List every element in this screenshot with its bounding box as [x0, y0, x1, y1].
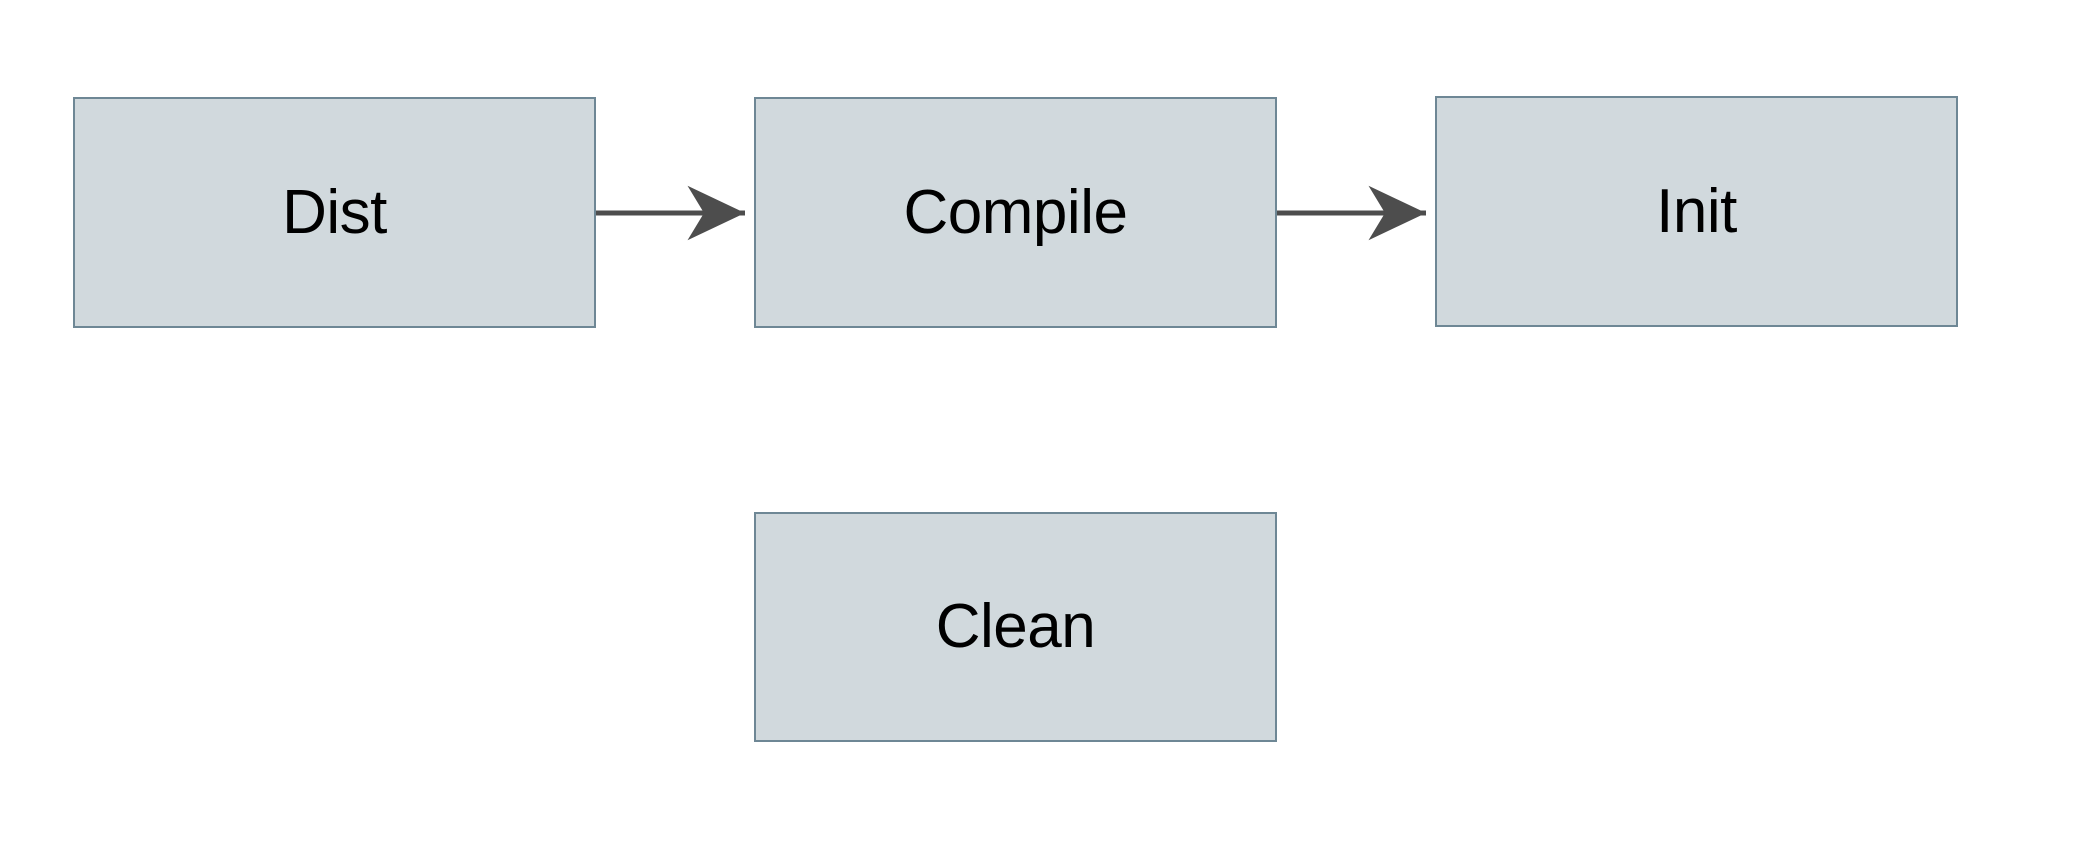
- node-init[interactable]: Init: [1435, 96, 1958, 327]
- node-compile[interactable]: Compile: [754, 97, 1277, 328]
- edge-dist-to-compile-hitbox[interactable]: [596, 199, 754, 227]
- edge-compile-to-init-hitbox[interactable]: [1277, 199, 1435, 227]
- node-dist-label: Dist: [282, 177, 387, 247]
- node-compile-label: Compile: [903, 177, 1128, 247]
- node-dist[interactable]: Dist: [73, 97, 596, 328]
- node-clean-label: Clean: [935, 592, 1096, 661]
- node-init-label: Init: [1656, 176, 1737, 246]
- node-clean[interactable]: Clean: [754, 512, 1277, 742]
